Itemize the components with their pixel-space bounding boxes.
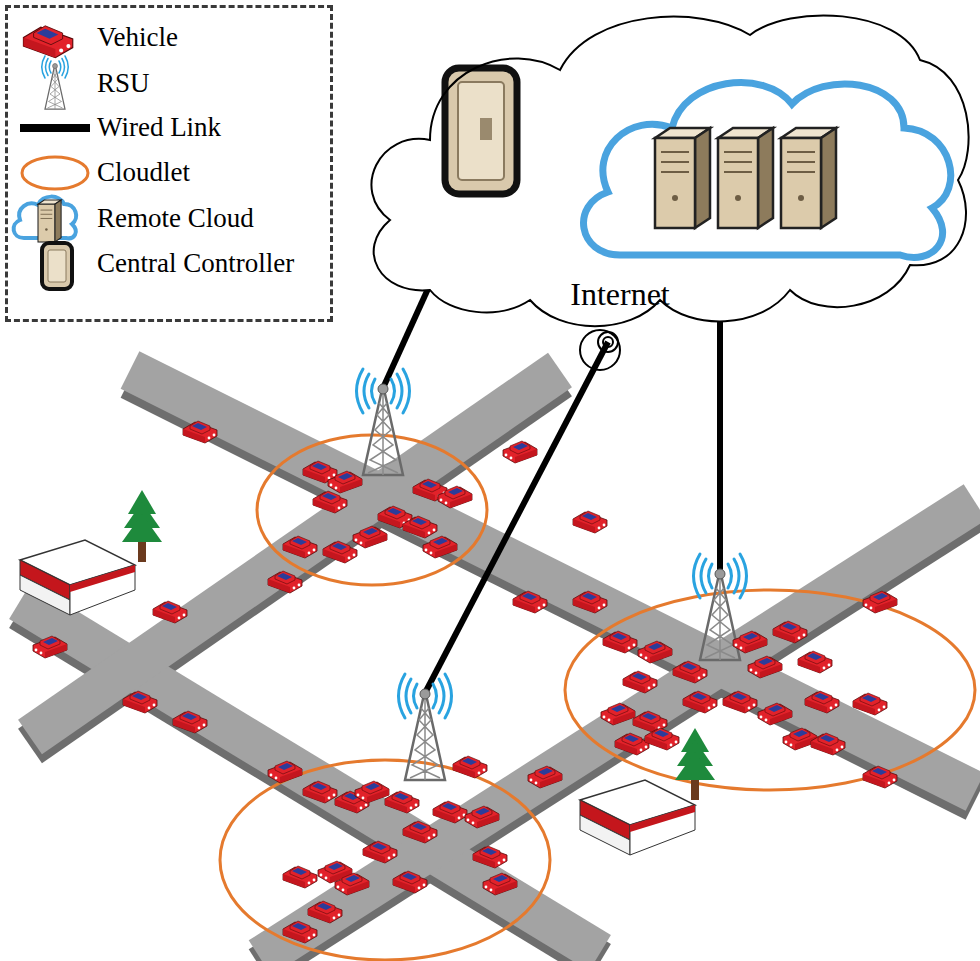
building [20,540,135,615]
tree [122,490,162,562]
vehicle [268,571,302,593]
tree [675,728,715,800]
vehicle [748,656,782,678]
vehicle [153,601,187,623]
cloud-fill [371,15,968,326]
legend-vehicle [23,26,72,58]
road [260,502,975,958]
vehicle [473,846,507,868]
central-controller-icon [445,68,517,194]
vehicle [811,733,845,755]
vehicle [335,873,369,895]
vehicle [623,671,657,693]
vehicle [393,871,427,893]
link-port [580,330,620,370]
cloud-label: Internet [570,276,670,313]
vehicle [183,421,217,443]
building [580,780,695,855]
vehicle [403,821,437,843]
cloud-border [371,15,968,326]
rsu [357,369,410,475]
cloudlet [257,435,487,585]
cloudlet [565,590,975,790]
vehicle [403,516,437,538]
wired-link [383,280,432,388]
vehicle [355,781,389,803]
vehicle [798,651,832,673]
vehicle [308,901,342,923]
legend-text: Cloudlet [97,157,190,188]
vehicle [328,471,362,493]
vehicle [573,511,607,533]
legend-icons [14,26,90,289]
vehicle [438,486,472,508]
vehicle [433,801,467,823]
vehicle [453,756,487,778]
vehicle [283,921,317,943]
vehicle [283,866,317,888]
vehicle [503,441,537,463]
legend-text: RSU [97,68,150,99]
vehicle [123,691,157,713]
vehicle [363,841,397,863]
vehicle [173,711,207,733]
legend-text: Vehicle [97,22,178,53]
cloudlets [220,435,975,960]
roads [20,370,975,961]
vehicle [733,631,767,653]
vehicle [601,703,635,725]
legend-central-controller [42,243,72,289]
vehicle [385,791,419,813]
vehicle [313,491,347,513]
internet-cloud: Internet [345,0,980,345]
vehicle [513,591,547,613]
vehicle [863,591,897,613]
remote-cloud-icon [584,82,951,257]
wired-link [425,342,608,693]
vehicle [323,541,357,563]
legend-text: Remote Cloud [97,203,254,234]
vehicle [773,621,807,643]
vehicle [283,536,317,558]
vehicle [723,691,757,713]
legend-remote-cloud [14,197,77,242]
vehicles [33,421,897,943]
vehicle [353,526,387,548]
vehicle [268,761,302,783]
vehicle [303,781,337,803]
vehicle [758,703,792,725]
vehicle [645,728,679,750]
vehicle [673,661,707,683]
legend-box: VehicleRSU Wired LinkCloudletRemote Cloud… [5,5,333,322]
vehicle [863,766,897,788]
legend-rsu [42,56,69,109]
vehicle [33,636,67,658]
vehicle [853,693,887,715]
cloudlet [220,760,550,960]
vehicle [683,691,717,713]
vehicle [805,691,839,713]
rsu [399,674,452,780]
legend-cloudlet [22,157,88,189]
vehicle [638,641,672,663]
legend-text: Central Controller [97,248,294,279]
vehicle [423,536,457,558]
vehicle [483,873,517,895]
legend-wired-link [20,124,90,132]
vehicle [615,733,649,755]
vehicle [465,806,499,828]
vehicle [528,766,562,788]
vehicle [603,631,637,653]
wired-links [383,270,720,693]
vehicle [573,591,607,613]
legend-text: Wired Link [97,112,221,143]
